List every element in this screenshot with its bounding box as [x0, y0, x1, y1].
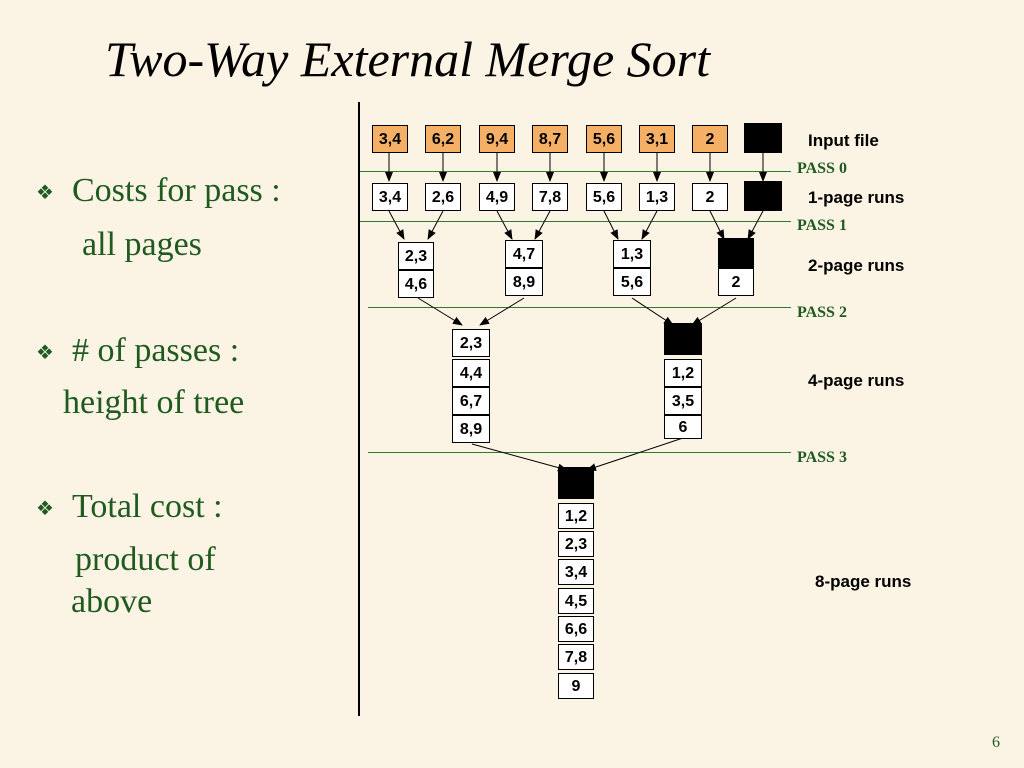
bullet-costs-line1: Costs for pass :: [72, 172, 281, 209]
input-page: 6,2: [425, 125, 461, 153]
bullet-total-line2: product of: [75, 541, 216, 578]
input-page: 8,7: [532, 125, 568, 153]
pass2-run-page: 4,4: [452, 359, 490, 387]
pass0-run: 3,4: [372, 183, 408, 211]
four-page-runs-label: 4-page runs: [808, 371, 905, 390]
pass3-run-page: 4,5: [558, 588, 594, 614]
pass2-run-page: 3,5: [664, 387, 702, 415]
page-number: 6: [992, 734, 1000, 751]
input-page: 9,4: [479, 125, 515, 153]
pass3-run-page: 9: [558, 673, 594, 699]
input-page: 3,1: [639, 125, 675, 153]
pass0-run: 7,8: [532, 183, 568, 211]
pass1-label: PASS 1: [797, 217, 847, 234]
pass0-line: [360, 171, 791, 172]
pass3-run-page: 7,8: [558, 644, 594, 670]
pass1-run-page: 8,9: [505, 268, 543, 296]
bullet-costs-line2: all pages: [82, 226, 202, 263]
pass0-run: 2,6: [425, 183, 461, 211]
slide-title: Two-Way External Merge Sort: [105, 31, 711, 87]
pass1-run-page: 4,6: [398, 270, 434, 298]
pass3-line: [368, 452, 791, 453]
pass3-run-page: 1,2: [558, 503, 594, 529]
pass0-run: 5,6: [586, 183, 622, 211]
pass0-eof-block: [744, 181, 782, 211]
bullet-passes-line1: # of passes :: [72, 332, 240, 369]
bullet-total-line1: Total cost :: [72, 488, 223, 525]
pass2-run-page: 2,3: [452, 329, 490, 357]
pass2-run-page: 8,9: [452, 415, 490, 443]
one-page-runs-label: 1-page runs: [808, 188, 905, 207]
bullet-total-line3: above: [71, 583, 153, 620]
pass1-run-page: 2,3: [398, 242, 434, 270]
two-page-runs-label: 2-page runs: [808, 256, 905, 275]
bullet-passes-line2: height of tree: [63, 384, 245, 421]
vertical-divider: [358, 102, 360, 716]
input-page: 2: [692, 125, 728, 153]
bullet-diamond-icon: ❖: [36, 180, 54, 204]
pass1-run-page: 1,3: [613, 240, 651, 268]
bullet-diamond-icon: ❖: [36, 340, 54, 364]
pass3-run-page: 2,3: [558, 531, 594, 557]
pass1-run-page: 5,6: [613, 268, 651, 296]
pass0-label: PASS 0: [797, 160, 847, 177]
pass1-run-page: 2: [718, 268, 754, 296]
pass2-eof-block: [664, 323, 702, 355]
pass2-line: [368, 307, 791, 308]
pass2-run-page: 1,2: [664, 359, 702, 387]
pass1-eof-block: [718, 238, 754, 268]
pass3-label: PASS 3: [797, 449, 847, 466]
pass1-run-page: 4,7: [505, 240, 543, 268]
input-file-label: Input file: [808, 131, 879, 150]
pass0-run: 1,3: [639, 183, 675, 211]
pass2-label: PASS 2: [797, 304, 847, 321]
input-page: 5,6: [586, 125, 622, 153]
pass3-run-page: 3,4: [558, 559, 594, 585]
pass3-eof-block: [558, 467, 594, 499]
pass3-run-page: 6,6: [558, 616, 594, 642]
pass0-run: 2: [692, 183, 728, 211]
input-eof-block: [744, 123, 782, 153]
eight-page-runs-label: 8-page runs: [815, 572, 912, 591]
pass2-run-page: 6: [664, 415, 702, 439]
pass1-line: [360, 221, 791, 222]
input-page: 3,4: [372, 125, 408, 153]
pass0-run: 4,9: [479, 183, 515, 211]
bullet-diamond-icon: ❖: [36, 496, 54, 520]
pass2-run-page: 6,7: [452, 387, 490, 415]
